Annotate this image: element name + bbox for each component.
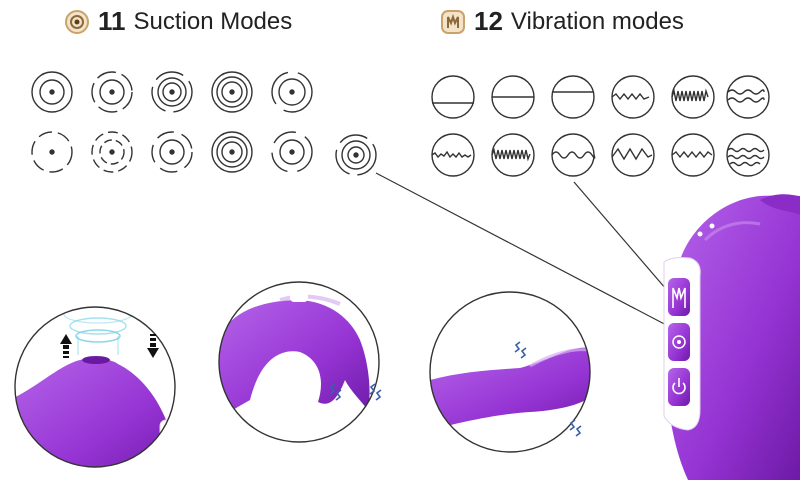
vibration-mode-6-icon — [726, 75, 770, 119]
vibration-mode-3-icon — [551, 75, 595, 119]
vibration-count: 12 — [474, 6, 503, 36]
tongue-detail-circle — [218, 281, 382, 443]
vibration-mode-12-icon — [726, 133, 770, 177]
vibration-mode-4-icon — [611, 75, 655, 119]
vibration-mode-8-icon — [491, 133, 535, 177]
suction-mode-2-icon — [91, 71, 133, 113]
vibration-mode-11-icon — [671, 133, 715, 177]
suction-mode-8-icon — [151, 131, 193, 173]
suction-mode-6-icon — [31, 131, 73, 173]
suction-mode-10-icon — [271, 131, 313, 173]
arm-detail-circle — [429, 291, 591, 453]
indicator-dot — [709, 223, 715, 229]
vibration-button-icon — [672, 287, 686, 308]
vibration-leader-line — [573, 181, 673, 297]
suction-button-icon — [672, 335, 686, 349]
vibration-mode-7-icon — [431, 133, 475, 177]
indicator-dot — [697, 231, 703, 237]
vibration-mode-10-icon — [611, 133, 655, 177]
vibration-wave-icon — [329, 383, 382, 401]
suction-count: 11 — [98, 6, 126, 36]
suction-leader-line — [375, 172, 673, 329]
suction-modes-grid — [31, 71, 377, 176]
suction-label: Suction Modes — [133, 7, 293, 35]
vibration-button[interactable] — [668, 278, 690, 316]
power-icon — [672, 382, 686, 395]
up-arrow-icon — [60, 334, 72, 358]
vibration-mode-1-icon — [431, 75, 475, 119]
suction-mode-4-icon — [211, 71, 253, 113]
vibration-mode-icon — [441, 9, 465, 34]
suction-mode-3-icon — [151, 71, 193, 113]
vibration-wave-icon — [514, 341, 582, 437]
suction-mode-9-icon — [211, 131, 253, 173]
vibration-modes-grid — [431, 75, 770, 177]
suction-mode-icon — [65, 9, 89, 34]
suction-detail-circle — [14, 306, 176, 468]
suction-mode-5-icon — [271, 71, 313, 113]
suction-heading: 11 Suction Modes — [64, 6, 292, 37]
suction-mode-7-icon — [91, 131, 133, 173]
vibration-mode-9-icon — [551, 133, 596, 177]
vibration-mode-2-icon — [491, 75, 535, 119]
vibration-label: Vibration modes — [510, 7, 684, 35]
down-arrow-icon — [147, 334, 159, 358]
product-body — [663, 194, 800, 480]
vibration-heading: 12 Vibration modes — [440, 6, 684, 37]
suction-mode-11-icon — [335, 134, 377, 176]
suction-mode-1-icon — [31, 71, 73, 113]
vibration-mode-5-icon — [671, 75, 715, 119]
